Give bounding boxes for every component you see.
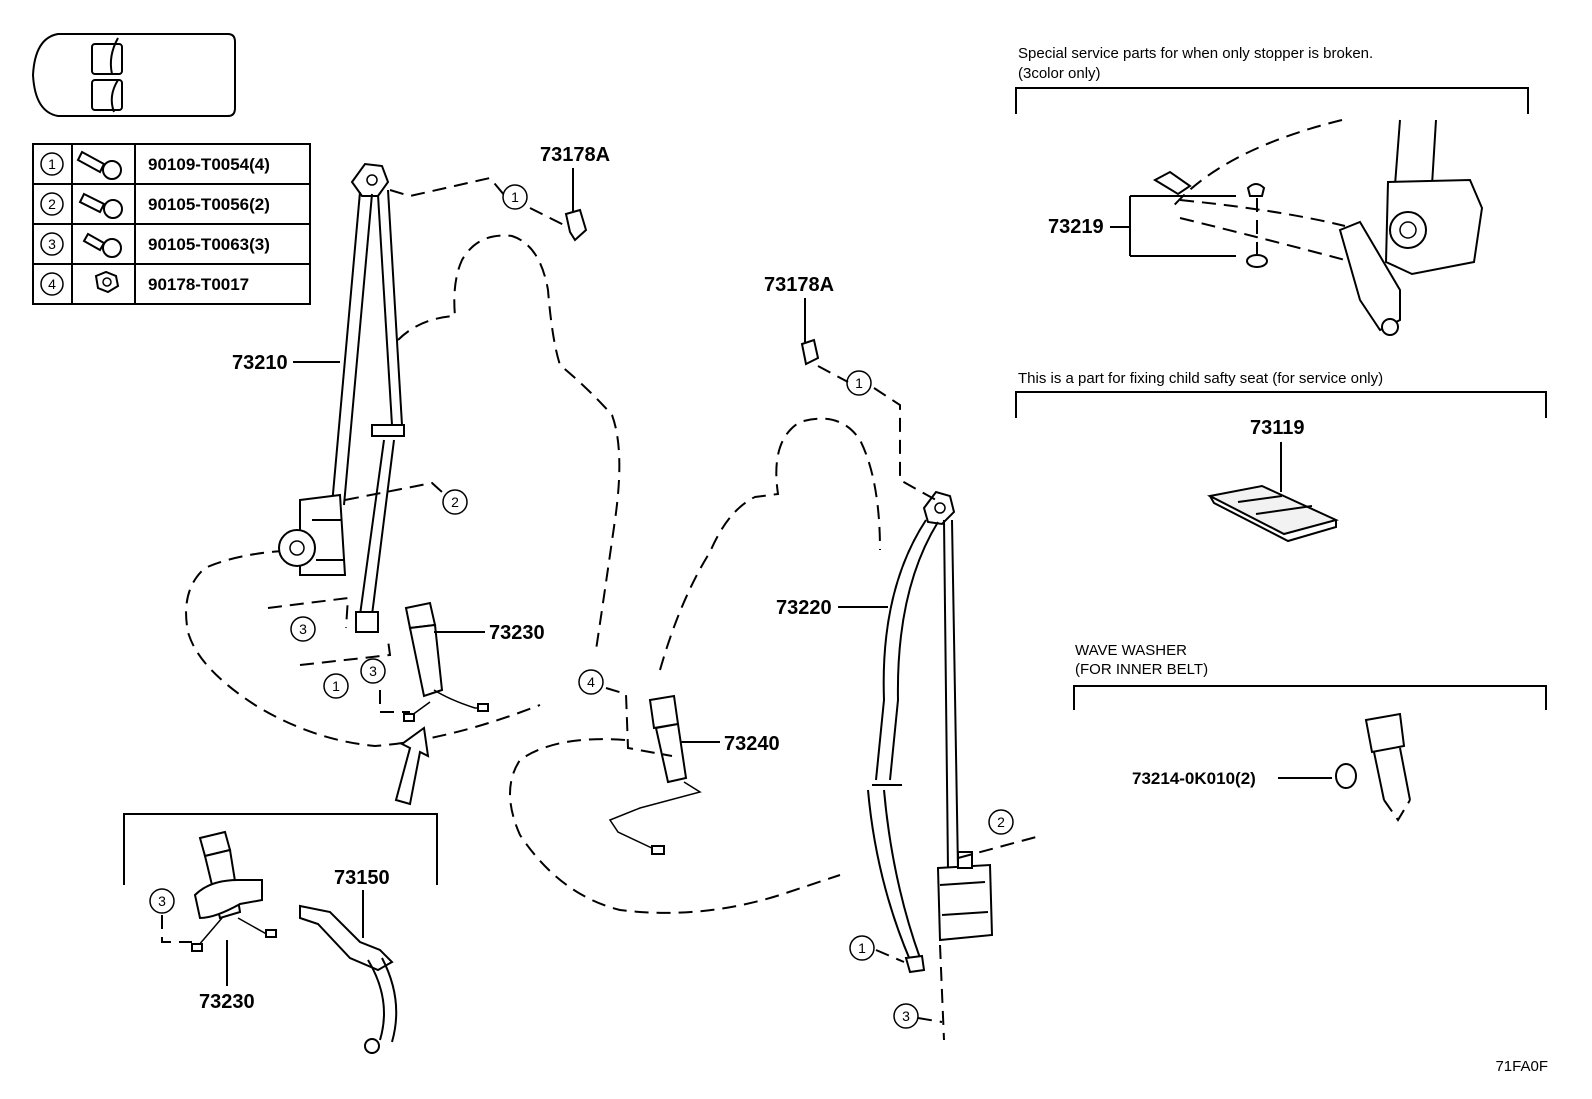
wave-washer-box: WAVE WASHER (FOR INNER BELT) xyxy=(1073,642,1547,822)
callout-1: 1 xyxy=(511,189,519,205)
fastener-table: 1 90109-T0054(4) 2 90105-T0056(2) 3 9010 xyxy=(32,143,311,305)
part-labels: 73178A 73178A 73210 73230 73240 73220 73… xyxy=(199,144,1332,1013)
left-seat-outline xyxy=(185,234,621,748)
dashed-leaders xyxy=(161,176,1041,1041)
diagram-code: 71FA0F xyxy=(1495,1058,1548,1075)
buckle-73230 xyxy=(403,601,489,722)
callout-4: 4 xyxy=(587,674,595,690)
callout-3: 3 xyxy=(158,893,166,909)
part-number-73230-center: 73230 xyxy=(199,991,255,1013)
wave-washer-line2: (FOR INNER BELT) xyxy=(1075,661,1208,678)
fastener-row-4: 4 90178-T0017 xyxy=(40,270,249,296)
part-number-73210: 73210 xyxy=(232,352,288,374)
part-number-73220: 73220 xyxy=(776,597,832,619)
callout-1: 1 xyxy=(332,678,340,694)
stopper-note-line1: Special service parts for when only stop… xyxy=(1018,45,1373,62)
stopper-note-line2: (3color only) xyxy=(1018,65,1101,82)
direction-arrow xyxy=(394,726,430,806)
nut-icon xyxy=(94,270,120,294)
clip-73178a-right xyxy=(800,338,820,366)
wave-washer-part xyxy=(1335,712,1411,822)
callout-3: 3 xyxy=(299,621,307,637)
wave-washer-line1: WAVE WASHER xyxy=(1075,642,1187,659)
clip-73178a-left xyxy=(564,208,588,242)
callout-2: 2 xyxy=(451,494,459,510)
callout-3: 3 xyxy=(369,663,377,679)
buckle-73240 xyxy=(608,694,702,855)
part-number-73119: 73119 xyxy=(1250,417,1305,439)
fastener-part-number: 90109-T0054(4) xyxy=(148,155,270,174)
fastener-part-number: 90105-T0063(3) xyxy=(148,235,270,254)
part-number-73178a: 73178A xyxy=(540,144,610,166)
bolt-icon xyxy=(78,192,123,219)
callout-2: 2 xyxy=(997,814,1005,830)
fastener-part-number: 90105-T0056(2) xyxy=(148,195,270,214)
fastener-row-2: 2 90105-T0056(2) xyxy=(40,192,270,219)
child-seat-box: This is a part for fixing child safty se… xyxy=(1015,370,1547,543)
bolt-icon xyxy=(82,232,122,258)
fastener-row-3: 3 90105-T0063(3) xyxy=(40,232,270,258)
fastener-num: 1 xyxy=(48,156,56,172)
part-number-73240: 73240 xyxy=(724,733,780,755)
callout-3: 3 xyxy=(902,1008,910,1024)
right-seat-outline xyxy=(509,417,881,914)
child-seat-anchor-part xyxy=(1206,484,1339,543)
fastener-row-1: 1 90109-T0054(4) xyxy=(40,150,270,180)
center-belt-box xyxy=(123,813,438,1054)
fastener-num: 2 xyxy=(48,196,56,212)
vehicle-locator-icon xyxy=(31,33,236,117)
fastener-num: 4 xyxy=(48,276,56,292)
part-number-73219: 73219 xyxy=(1048,216,1104,238)
part-number-73230: 73230 xyxy=(489,622,545,644)
stopper-assembly xyxy=(1152,119,1484,336)
callout-1: 1 xyxy=(858,940,866,956)
belt-73220 xyxy=(867,490,994,974)
stopper-service-box: Special service parts for when only stop… xyxy=(1015,45,1529,336)
belt-73210 xyxy=(278,162,405,633)
retractor-right xyxy=(936,851,994,942)
fastener-part-number: 90178-T0017 xyxy=(148,275,249,294)
retractor-left xyxy=(278,493,347,576)
belt-73150 xyxy=(299,904,398,1054)
part-number-73150: 73150 xyxy=(334,867,390,889)
callout-1: 1 xyxy=(855,375,863,391)
child-seat-note: This is a part for fixing child safty se… xyxy=(1018,370,1383,387)
part-number-73214: 73214-0K010(2) xyxy=(1132,769,1256,788)
part-number-73178a: 73178A xyxy=(764,274,834,296)
callout-circles: 1 2 3 1 3 4 1 2 1 3 3 xyxy=(149,184,1014,1029)
flange-bolt-icon xyxy=(76,150,122,180)
buckle-73230-center xyxy=(191,830,277,952)
fastener-num: 3 xyxy=(48,236,56,252)
